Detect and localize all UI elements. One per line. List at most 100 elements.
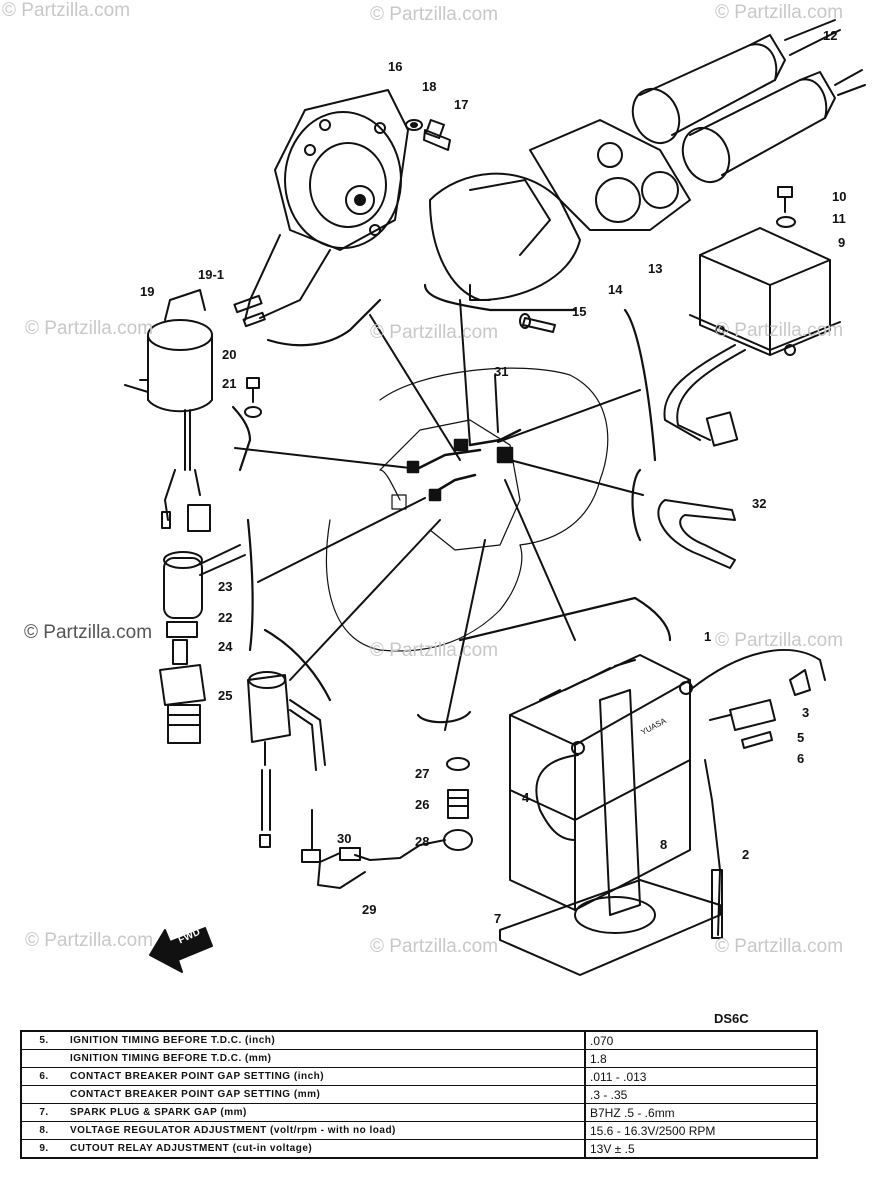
callout-24: 24 [218, 639, 233, 654]
bolt-20-part [246, 377, 260, 403]
callout-28: 28 [415, 834, 430, 849]
voltage-regulator-9-part [663, 227, 841, 447]
callout-29: 29 [362, 902, 377, 917]
plug-cap-22-part [163, 544, 246, 638]
row-item: CONTACT BREAKER POINT GAP SETTING (inch) [66, 1067, 586, 1086]
fuse-holder-5-part [709, 699, 776, 731]
table-row: 8. VOLTAGE REGULATOR ADJUSTMENT (volt/rp… [21, 1121, 817, 1140]
row-number: 6. [21, 1067, 66, 1086]
o-ring-27-part [446, 757, 470, 771]
callout-7: 7 [494, 911, 502, 926]
row-number [21, 1085, 66, 1104]
neutral-switch-25-part [247, 671, 326, 848]
watermark-highlight: © Partzilla.com [24, 622, 153, 643]
callout-27: 27 [415, 766, 430, 781]
callout-4: 4 [522, 790, 530, 805]
bolt-10-part [777, 186, 793, 213]
watermark-mid-center: © Partzilla.com [370, 322, 499, 343]
bolt-6-part [741, 731, 773, 749]
strap-band-14-part [429, 172, 581, 301]
fwd-arrow-icon [149, 927, 213, 973]
leader-lines [234, 299, 644, 731]
wire-harness-31-part [406, 428, 522, 502]
cable-3-part [689, 649, 826, 696]
callout-5: 5 [797, 730, 805, 745]
table-row: IGNITION TIMING BEFORE T.D.C. (mm) 1.8 [21, 1049, 817, 1068]
magneto-stator-part [233, 89, 409, 328]
table-row: 9. CUTOUT RELAY ADJUSTMENT (cut-in volta… [21, 1139, 817, 1158]
table-row: 5. IGNITION TIMING BEFORE T.D.C. (inch) … [21, 1030, 817, 1050]
callout-31: 31 [494, 364, 509, 379]
callout-14: 14 [608, 282, 623, 297]
row-value: 1.8 [585, 1049, 817, 1068]
frame-outline [325, 367, 609, 652]
plug-26-part [447, 789, 469, 819]
callout-6: 6 [797, 751, 805, 766]
battery-1-part [509, 654, 693, 916]
callout-10: 10 [832, 189, 847, 204]
bracket-arcs [231, 283, 672, 724]
table-row: 7. SPARK PLUG & SPARK GAP (mm) B7HZ .5 -… [21, 1103, 817, 1122]
breather-pipe-2-part [704, 759, 723, 939]
spec-table: 5. IGNITION TIMING BEFORE T.D.C. (inch) … [20, 1030, 818, 1159]
row-value: 13V ± .5 [585, 1139, 817, 1158]
callout-22: 22 [218, 610, 233, 625]
callout-2: 2 [742, 847, 750, 862]
row-value: B7HZ .5 - .6mm [585, 1103, 817, 1122]
callout-8: 8 [660, 837, 668, 852]
callout-1: 1 [704, 629, 712, 644]
callout-32: 32 [752, 496, 767, 511]
model-code: DS6C [714, 1011, 749, 1026]
row-value: .011 - .013 [585, 1067, 817, 1086]
callout-17: 17 [454, 97, 469, 112]
ignition-coils-part [631, 19, 866, 184]
screw-15-part [519, 313, 556, 333]
callout-25: 25 [218, 688, 233, 703]
main-switch-19-part [124, 289, 213, 532]
callout-23: 23 [218, 579, 233, 594]
callout-15: 15 [572, 304, 587, 319]
callout-18: 18 [422, 79, 437, 94]
row-number: 5. [21, 1030, 66, 1050]
callout-12: 12 [823, 28, 838, 43]
row-item: SPARK PLUG & SPARK GAP (mm) [66, 1103, 586, 1122]
row-item: IGNITION TIMING BEFORE T.D.C. (inch) [66, 1030, 586, 1050]
callout-9: 9 [838, 235, 846, 250]
callout-19-1: 19-1 [198, 267, 225, 282]
row-number [21, 1049, 66, 1068]
row-number: 7. [21, 1103, 66, 1122]
washer-11-part [776, 216, 796, 228]
watermark-mid-right: © Partzilla.com [715, 320, 844, 341]
watermark-top-right: © Partzilla.com [715, 2, 844, 23]
row-item: VOLTAGE REGULATOR ADJUSTMENT (volt/rpm -… [66, 1121, 586, 1140]
callout-11: 11 [832, 211, 846, 226]
row-item: IGNITION TIMING BEFORE T.D.C. (mm) [66, 1049, 586, 1068]
row-number: 9. [21, 1139, 66, 1158]
watermark-bottom-right: © Partzilla.com [715, 936, 844, 957]
washer-18-part [405, 119, 423, 131]
watermark-bottom-left: © Partzilla.com [25, 930, 154, 951]
callout-26: 26 [415, 797, 430, 812]
watermark-bottom-center: © Partzilla.com [370, 936, 499, 957]
callout-21: 21 [222, 376, 237, 391]
spark-plug-24-part [159, 639, 206, 744]
watermark-lower-right: © Partzilla.com [715, 630, 844, 651]
table-row: 6. CONTACT BREAKER POINT GAP SETTING (in… [21, 1067, 817, 1086]
callout-16: 16 [388, 59, 403, 74]
bolt-17-part [423, 119, 451, 151]
watermark-lower-center: © Partzilla.com [370, 640, 499, 661]
callout-13: 13 [648, 261, 663, 276]
row-item: CONTACT BREAKER POINT GAP SETTING (mm) [66, 1085, 586, 1104]
row-value: .070 [585, 1030, 817, 1050]
callout-20: 20 [222, 347, 237, 362]
callout-3: 3 [802, 705, 810, 720]
watermark-top-left: © Partzilla.com [2, 0, 131, 21]
callout-19: 19 [140, 284, 155, 299]
table-row: CONTACT BREAKER POINT GAP SETTING (mm) .… [21, 1085, 817, 1104]
battery-tray-7-part [499, 879, 721, 976]
row-value: .3 - .35 [585, 1085, 817, 1104]
neutral-lead-28-part [301, 809, 473, 889]
watermark-top-center: © Partzilla.com [370, 4, 499, 25]
strap-32-part [657, 499, 736, 569]
